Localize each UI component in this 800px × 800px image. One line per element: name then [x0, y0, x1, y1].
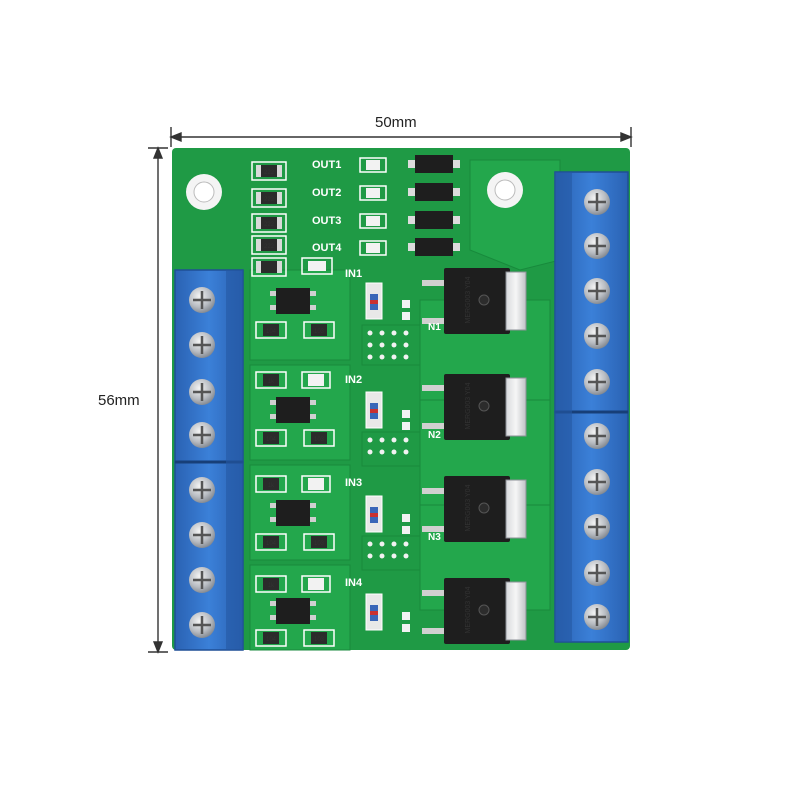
resistor-code: 222	[264, 197, 275, 203]
resistor-code: 1k	[268, 483, 275, 489]
resistor-code: 1k	[268, 583, 275, 589]
optocoupler	[276, 500, 310, 526]
mosfet	[444, 268, 510, 334]
resistor-code: 104	[266, 437, 277, 443]
input-label: IN4	[345, 577, 363, 589]
output-led	[366, 243, 380, 253]
optocoupler	[276, 397, 310, 423]
via-pad-grid	[361, 324, 421, 366]
output-indicator-group: OUT1 OUT2 OUT3 OUT4	[312, 155, 460, 256]
optocoupler	[276, 288, 310, 314]
channel-3: IN3 1k 104 103 MERG003 Y04 N3	[255, 475, 527, 571]
mounting-hole-right	[487, 172, 523, 208]
output-label: OUT2	[312, 187, 341, 199]
output-diode	[415, 211, 453, 229]
via-pad-grid	[361, 431, 421, 467]
resistor-code: 104	[266, 541, 277, 547]
resistor-code: 222	[264, 170, 275, 176]
mounting-hole-left	[186, 174, 222, 210]
resistor-code: 104	[266, 329, 277, 335]
width-dimension-line	[169, 127, 633, 147]
height-dimension-label: 56mm	[98, 392, 140, 409]
resistor-code: 1k	[268, 379, 275, 385]
via-pad-grid	[361, 535, 421, 571]
channel-label: N3	[428, 532, 441, 543]
resistor-code: 103	[314, 541, 325, 547]
resistor-code: 222	[264, 244, 275, 250]
height-dimension-line	[148, 146, 168, 654]
output-led	[366, 160, 380, 170]
left-terminal-block	[174, 269, 244, 651]
output-led	[366, 188, 380, 198]
output-diode	[415, 238, 453, 256]
right-terminal-block	[554, 171, 629, 643]
mosfet-marking: MERG003 Y04	[465, 586, 472, 633]
mosfet-marking: MERG003 Y04	[465, 382, 472, 429]
mosfet	[444, 578, 510, 644]
channel-1: IN1 104 103 MERG003 Y04 N1	[255, 268, 527, 366]
screw-terminal	[189, 287, 215, 638]
channel-2: IN2 1k 104 103 MERG003 Y04 N2	[255, 371, 527, 467]
mosfet-marking: MERG003 Y04	[465, 276, 472, 323]
screw-terminal	[584, 189, 610, 630]
input-label: IN2	[345, 374, 362, 386]
output-diode	[415, 183, 453, 201]
resistor-code: 103	[314, 637, 325, 643]
output-diode	[415, 155, 453, 173]
channel-4: IN4 1k 104 103 MERG003 Y04	[255, 575, 527, 647]
top-resistor-column: 222 222 222 222	[251, 161, 333, 277]
mosfet	[444, 374, 510, 440]
resistor-code: 103	[314, 437, 325, 443]
output-label: OUT3	[312, 215, 341, 227]
input-label: IN3	[345, 477, 362, 489]
resistor-code: 104	[266, 637, 277, 643]
channel-label: N2	[428, 430, 441, 441]
output-label: OUT1	[312, 159, 341, 171]
output-led	[366, 216, 380, 226]
mosfet	[444, 476, 510, 542]
channel-label: N1	[428, 322, 441, 333]
mosfet-marking: MERG003 Y04	[465, 484, 472, 531]
input-label: IN1	[345, 268, 362, 280]
output-label: OUT4	[312, 242, 342, 254]
resistor-code: 222	[264, 222, 275, 228]
resistor-code: 103	[314, 329, 325, 335]
width-dimension-label: 50mm	[375, 114, 417, 131]
optocoupler	[276, 598, 310, 624]
